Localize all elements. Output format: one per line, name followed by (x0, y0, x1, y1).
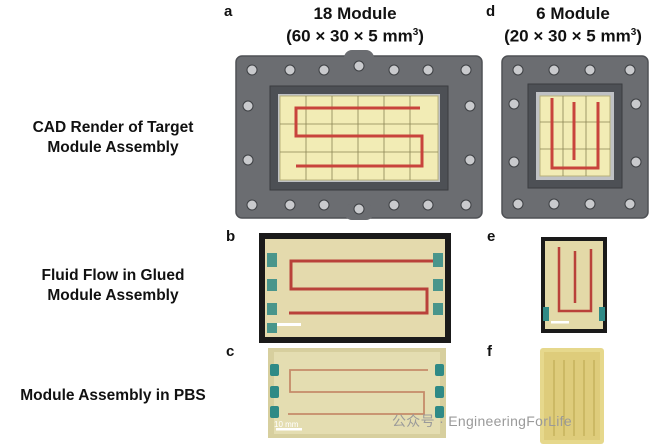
photo-glued-6-module (541, 237, 607, 333)
photo-pbs-18-module (268, 348, 446, 438)
watermark: 公众号 · EngineeringForLife (392, 413, 572, 429)
cad-render-18-module (235, 50, 483, 220)
row-label-pbs: Module Assembly in PBS (20, 387, 206, 404)
panel-label-b: b (226, 228, 236, 245)
panel-label-c: c (226, 343, 235, 360)
panel-label-a: a (224, 3, 233, 20)
column-title-6-module: 6 Module (20 × 30 × 5 mm3) (493, 4, 653, 46)
scale-bar-label: 10 mm (274, 420, 299, 429)
row-label-flow: Fluid Flow in Glued Module Assembly (41, 267, 185, 304)
column-title-18-name: 18 Module (313, 4, 397, 23)
panel-label-e: e (487, 228, 496, 245)
panel-label-d: d (486, 3, 496, 20)
column-title-18-module: 18 Module (60 × 30 × 5 mm3) (265, 4, 445, 46)
photo-glued-18-module (259, 233, 451, 343)
row-label-cad: CAD Render of Target Module Assembly (32, 119, 194, 156)
column-title-6-name: 6 Module (536, 4, 610, 23)
column-title-18-dims: (60 × 30 × 5 mm3) (286, 26, 424, 46)
panel-label-f: f (487, 343, 492, 360)
cad-render-6-module (501, 55, 649, 219)
photo-pbs-6-module (540, 348, 604, 444)
column-title-6-dims: (20 × 30 × 5 mm3) (504, 26, 642, 46)
